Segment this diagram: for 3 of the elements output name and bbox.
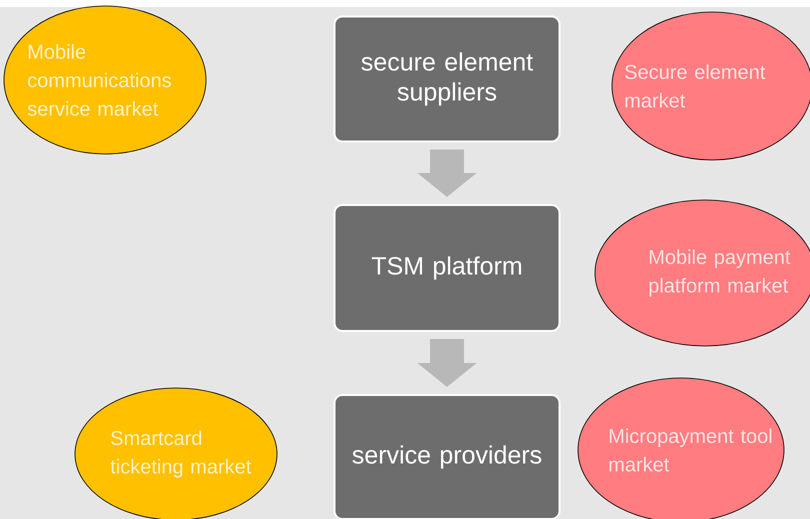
process-box: service providers xyxy=(334,394,560,519)
process-box: secure element suppliers xyxy=(334,15,560,142)
process-box: TSM platform xyxy=(334,204,560,332)
